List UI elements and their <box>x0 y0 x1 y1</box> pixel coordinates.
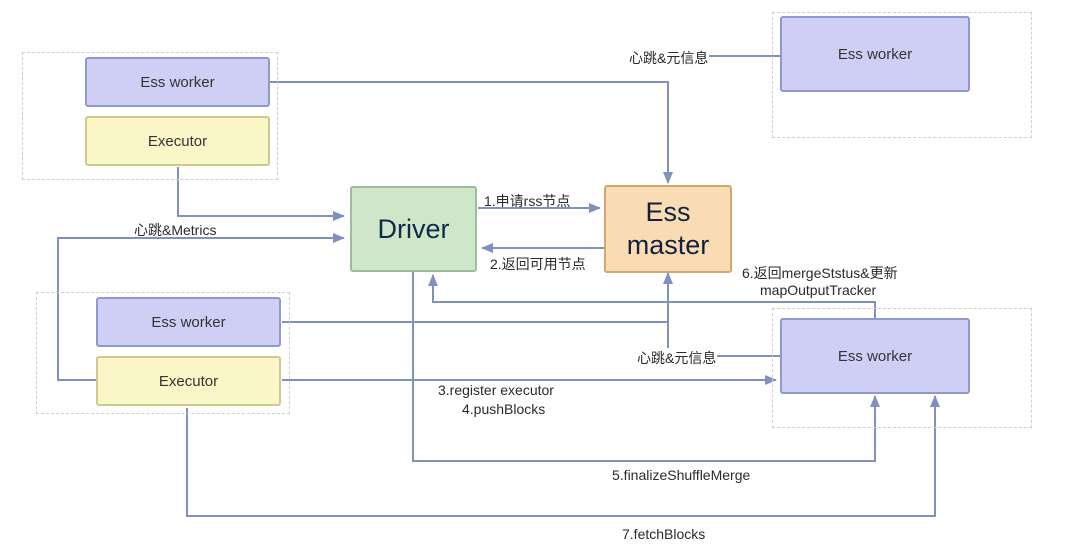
driver-label: Driver <box>377 213 450 244</box>
label-finalize-shuffle-merge: 5.finalizeShuffleMerge <box>612 467 751 483</box>
label-heartbeat-meta-top: 心跳&元信息 <box>628 48 710 68</box>
label-return-available: 2.返回可用节点 <box>490 256 586 272</box>
ess-master-label-line1: Ess <box>645 197 691 227</box>
edge-worker-tl-to-master <box>270 81 673 184</box>
edge-executor-fetch-to-worker-br <box>186 395 940 517</box>
ess-worker-top-left-node: Ess worker <box>85 57 270 107</box>
label-fetch-blocks: 7.fetchBlocks <box>622 526 706 542</box>
edge-worker-br-to-driver <box>428 274 876 318</box>
edge-driver-to-worker-br <box>412 272 880 462</box>
edge-executor-top-to-driver <box>177 167 345 221</box>
label-push-blocks: 4.pushBlocks <box>462 401 546 417</box>
executor-top-node: Executor <box>85 116 270 166</box>
executor-bottom-label: Executor <box>158 372 219 390</box>
group-bottom-right <box>772 308 1032 428</box>
ess-worker-top-right-node: Ess worker <box>780 16 970 92</box>
label-heartbeat-metrics: 心跳&Metrics <box>134 222 217 238</box>
group-top-right <box>772 12 1032 138</box>
ess-worker-top-right-label: Ess worker <box>837 45 913 63</box>
label-register-executor: 3.register executor <box>438 382 554 398</box>
ess-worker-bottom-right-label: Ess worker <box>837 347 913 365</box>
executor-bottom-node: Executor <box>96 356 281 406</box>
edge-executor-bottom-to-driver <box>57 233 345 381</box>
label-heartbeat-meta-bottom: 心跳&元信息 <box>636 348 718 368</box>
driver-node: Driver <box>350 186 477 272</box>
label-return-merge-status-2: mapOutputTracker <box>760 282 877 298</box>
label-request-rss: 1.申请rss节点 <box>484 193 571 209</box>
group-top-left <box>22 52 278 180</box>
ess-master-label-line2: master <box>626 230 710 260</box>
ess-worker-top-left-label: Ess worker <box>140 73 215 91</box>
ess-worker-mid-left-node: Ess worker <box>96 297 281 347</box>
ess-worker-mid-left-label: Ess worker <box>151 313 226 331</box>
ess-master-node: Ess master <box>604 185 732 273</box>
executor-top-label: Executor <box>147 132 208 150</box>
group-bottom-left <box>36 292 290 414</box>
ess-worker-bottom-right-node: Ess worker <box>780 318 970 394</box>
label-return-merge-status-1: 6.返回mergeStstus&更新 <box>742 265 898 281</box>
